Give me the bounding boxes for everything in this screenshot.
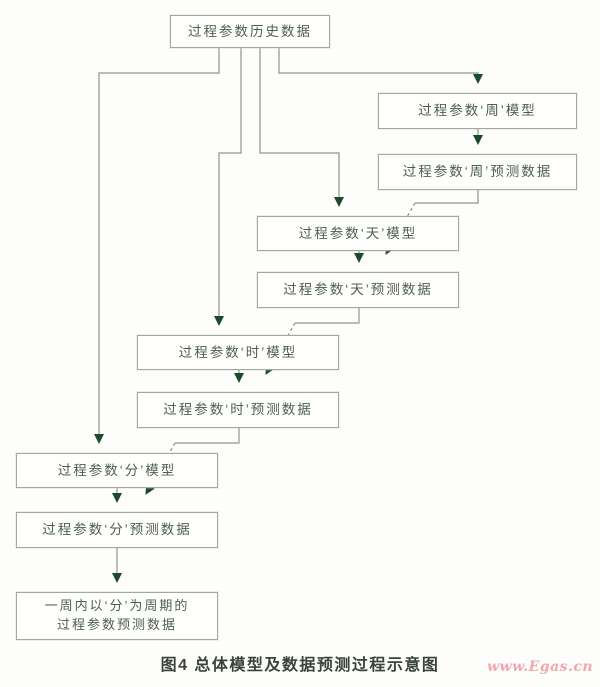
node-hour-prediction-label: 过程参数‘时’预测数据 xyxy=(163,402,313,418)
watermark-url: www.Egas.cn xyxy=(487,659,594,675)
connector-day-pred-elbow xyxy=(295,308,360,324)
node-history-data: 过程参数历史数据 xyxy=(170,15,330,48)
node-day-prediction: 过程参数‘天’预测数据 xyxy=(257,272,459,308)
node-minute-model: 过程参数‘分’模型 xyxy=(16,453,218,488)
connector-hour-pred-elbow xyxy=(175,428,240,444)
node-day-model: 过程参数‘天’模型 xyxy=(257,216,459,251)
node-minute-model-label: 过程参数‘分’模型 xyxy=(57,462,177,478)
node-hour-prediction: 过程参数‘时’预测数据 xyxy=(137,392,339,428)
connector-history-to-min-model xyxy=(94,48,220,444)
figure-caption: 图4 总体模型及数据预测过程示意图 xyxy=(160,657,440,674)
node-week-model-label: 过程参数‘周’模型 xyxy=(418,103,537,119)
node-week-prediction: 过程参数‘周’预测数据 xyxy=(378,154,577,190)
node-final-output-line2: 过程参数预测数据 xyxy=(56,617,177,632)
node-week-model: 过程参数‘周’模型 xyxy=(378,93,577,129)
node-hour-model-label: 过程参数‘时’模型 xyxy=(178,344,298,360)
connector-history-to-week-model xyxy=(278,48,483,84)
node-day-prediction-label: 过程参数‘天’预测数据 xyxy=(283,282,433,298)
connector-week-pred-elbow xyxy=(415,190,479,204)
node-week-prediction-label: 过程参数‘周’预测数据 xyxy=(402,164,553,180)
node-hour-model: 过程参数‘时’模型 xyxy=(137,335,339,370)
node-final-output-line1: 一周内以‘分’为周期的 xyxy=(44,598,190,614)
node-history-data-label: 过程参数历史数据 xyxy=(188,23,312,39)
node-minute-prediction-label: 过程参数‘分’预测数据 xyxy=(42,522,192,538)
node-final-output: 一周内以‘分’为周期的 过程参数预测数据 xyxy=(16,592,218,640)
node-minute-prediction: 过程参数‘分’预测数据 xyxy=(16,512,218,548)
connector-history-to-day-model xyxy=(259,48,344,207)
node-day-model-label: 过程参数‘天’模型 xyxy=(298,225,418,241)
connector-history-to-hour-model xyxy=(214,48,242,326)
